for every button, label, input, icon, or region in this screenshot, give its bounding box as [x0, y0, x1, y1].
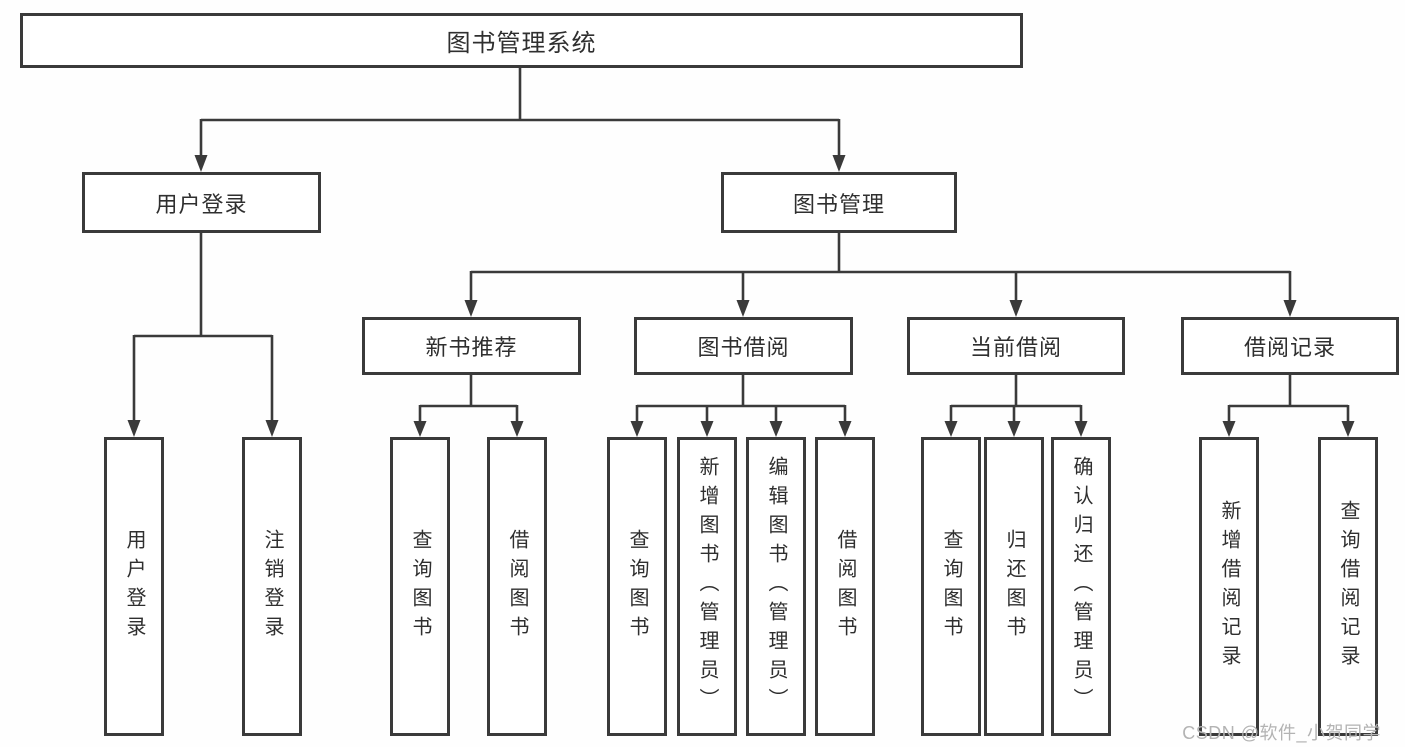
leaf-query-books-current: 查询图书 [921, 437, 981, 736]
node-label: 归还图书 [1003, 528, 1025, 645]
leaf-user-login: 用户登录 [104, 437, 164, 736]
leaf-add-books-admin: 新增图书（管理员） [677, 437, 737, 736]
node-label: 用户登录 [123, 528, 145, 645]
node-label: 注销登录 [261, 528, 283, 645]
node-label: 当前借阅 [969, 335, 1062, 360]
node-label: 查询图书 [940, 528, 962, 645]
node-label: 新增图书（管理员） [696, 456, 718, 717]
connector-user-login-branch [127, 233, 279, 437]
node-label: 图书管理 [792, 191, 885, 217]
connector-root-to-level2 [194, 68, 846, 172]
connector-book-borrow-branch [630, 375, 852, 437]
leaf-query-borrow-record: 查询借阅记录 [1318, 437, 1378, 736]
node-label: 新增借阅记录 [1218, 499, 1240, 674]
node-label: 查询图书 [626, 528, 648, 645]
leaf-return-books: 归还图书 [984, 437, 1044, 736]
leaf-confirm-return-admin: 确认归还（管理员） [1051, 437, 1111, 736]
node-label: 用户登录 [155, 191, 248, 217]
node-book-management: 图书管理 [721, 172, 957, 233]
node-label: 新书推荐 [425, 335, 518, 360]
node-label: 查询借阅记录 [1337, 499, 1359, 674]
node-label: 图书管理系统 [446, 30, 597, 57]
leaf-query-books-recommend: 查询图书 [390, 437, 450, 736]
node-library-management-system: 图书管理系统 [20, 13, 1023, 68]
node-book-borrow: 图书借阅 [634, 317, 853, 375]
node-borrow-records: 借阅记录 [1181, 317, 1399, 375]
node-label: 借阅图书 [834, 528, 856, 645]
leaf-edit-books-admin: 编辑图书（管理员） [746, 437, 806, 736]
node-current-borrow: 当前借阅 [907, 317, 1125, 375]
node-label: 借阅记录 [1243, 335, 1336, 360]
node-new-book-recommend: 新书推荐 [362, 317, 581, 375]
node-label: 确认归还（管理员） [1070, 456, 1092, 717]
leaf-query-books-borrow: 查询图书 [607, 437, 667, 736]
node-label: 查询图书 [409, 528, 431, 645]
leaf-add-borrow-record: 新增借阅记录 [1199, 437, 1259, 736]
node-user-login: 用户登录 [82, 172, 321, 233]
node-label: 借阅图书 [506, 528, 528, 645]
leaf-logout: 注销登录 [242, 437, 302, 736]
leaf-borrow-books: 借阅图书 [815, 437, 875, 736]
leaf-borrow-books-recommend: 借阅图书 [487, 437, 547, 736]
csdn-watermark: CSDN @软件_小贺同学 [1182, 723, 1381, 743]
connector-current-borrow-branch [944, 375, 1088, 437]
connector-new-book-recommend-branch [413, 375, 524, 437]
node-label: 图书借阅 [697, 335, 790, 360]
connector-borrow-records-branch [1222, 375, 1355, 437]
connector-book-management-branch [464, 233, 1297, 317]
node-label: 编辑图书（管理员） [765, 456, 787, 717]
